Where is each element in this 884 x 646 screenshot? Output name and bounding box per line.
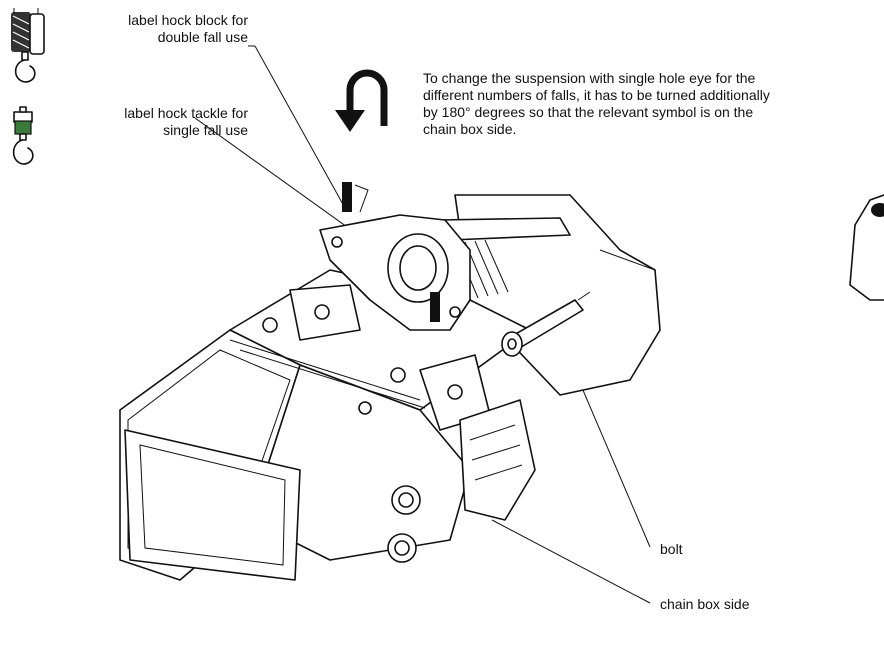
hook-tackle-icon — [12, 106, 34, 165]
hook-tackle-label: label hock tackle for single fall use — [124, 105, 248, 138]
hook-block-label: label hock block for double fall use — [128, 12, 248, 45]
bolt — [501, 291, 591, 357]
u-turn-arrow-icon — [335, 69, 388, 132]
hook-block-icon — [11, 8, 45, 83]
bolt-label: bolt — [660, 541, 683, 557]
partial-detail-drawing — [849, 194, 884, 301]
chain-box-side-label: chain box side — [660, 596, 750, 612]
suspension-eye-plate — [319, 182, 471, 331]
suspension-note: To change the suspension with single hol… — [423, 70, 770, 137]
